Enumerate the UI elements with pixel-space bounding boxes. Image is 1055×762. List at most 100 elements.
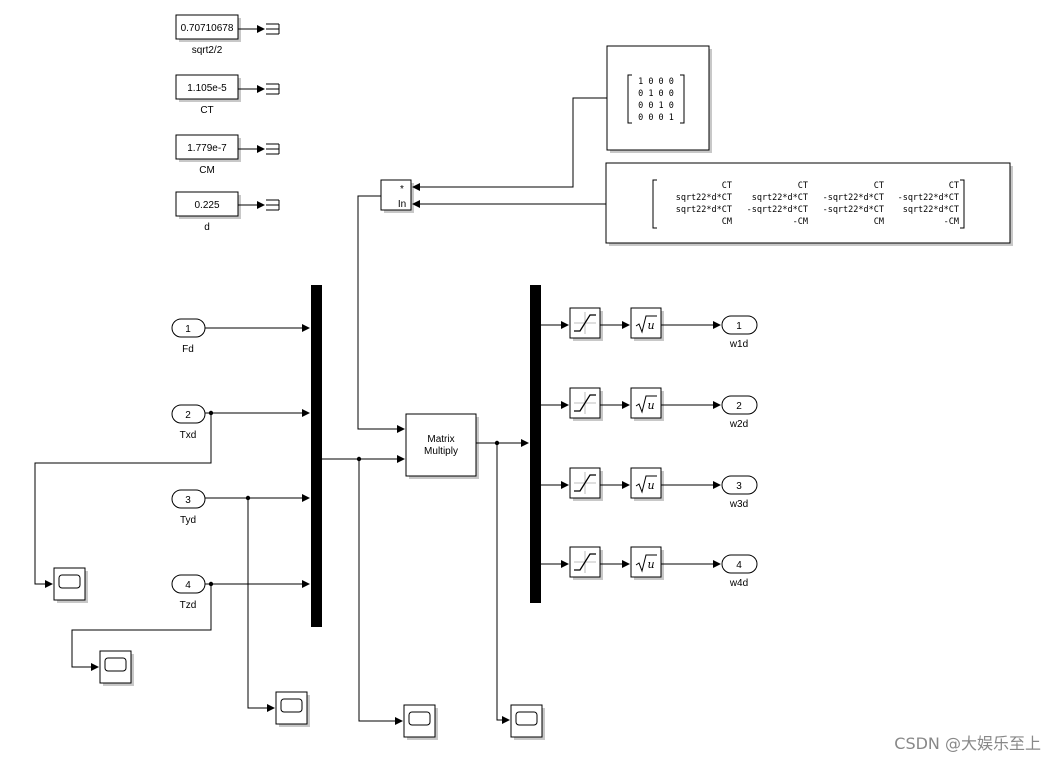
sqrt-variable: u — [647, 558, 654, 571]
saturation-icon — [574, 474, 596, 492]
inport-tzd[interactable]: 4 Tzd — [171, 574, 206, 611]
mux-bar-left[interactable] — [311, 285, 322, 627]
outport-label: w1d — [729, 339, 748, 350]
outport-number: 2 — [736, 401, 742, 412]
constant-value: 0.225 — [194, 200, 219, 211]
matrix-cell: CT — [722, 181, 732, 191]
outport-label: w3d — [729, 499, 748, 510]
matrix-row: 1 0 0 0 — [638, 77, 674, 87]
constant-block-sqrt2[interactable]: 0.70710678 sqrt2/2 — [175, 14, 241, 56]
saturation-icon — [574, 394, 596, 412]
matrix-row: 0 0 0 1 — [638, 113, 674, 123]
inport-label: Tzd — [180, 600, 197, 611]
outport-w2d[interactable]: 2 w2d — [721, 395, 758, 430]
constant-block-cm[interactable]: 1.779e-7 CM — [175, 134, 241, 176]
sqrt-variable: u — [647, 399, 654, 412]
terminator-icon — [266, 143, 280, 155]
sqrt-block[interactable]: u — [630, 467, 664, 501]
matrix-cell: sqrt22*d*CT — [676, 193, 732, 203]
matrix-cell: -sqrt22*d*CT — [823, 205, 884, 215]
sqrt-block[interactable]: u — [630, 546, 664, 580]
saturation-icon — [574, 314, 596, 332]
output-chain-2: u — [541, 387, 721, 421]
terminator-icon — [266, 23, 280, 35]
sqrt-icon — [635, 475, 657, 494]
outport-label: w4d — [729, 578, 748, 589]
sqrt-icon — [635, 395, 657, 414]
saturation-block[interactable] — [569, 546, 603, 580]
matrix-cell: sqrt22*d*CT — [903, 205, 959, 215]
saturation-block[interactable] — [569, 307, 603, 341]
sqrt-variable: u — [647, 479, 654, 492]
terminator-icon — [266, 199, 280, 211]
product-inv-sign: In — [398, 199, 406, 210]
matmul-label-1: Matrix — [427, 434, 454, 445]
constant-value: 1.105e-5 — [187, 83, 227, 94]
scope-matmul[interactable] — [510, 704, 545, 740]
inport-number: 2 — [185, 410, 191, 421]
scope-tyd[interactable] — [275, 691, 310, 727]
outport-number: 4 — [736, 560, 742, 571]
saturation-icon — [574, 553, 596, 571]
matrix-multiply-block[interactable]: Matrix Multiply — [405, 413, 479, 479]
matmul-label-2: Multiply — [424, 446, 458, 457]
matrix-row: 0 1 0 0 — [638, 89, 674, 99]
inport-label: Fd — [182, 344, 194, 355]
constant-label: d — [204, 222, 210, 233]
demux-bar-right[interactable] — [530, 285, 541, 603]
outport-w3d[interactable]: 3 w3d — [721, 475, 758, 510]
output-chain-4: u — [541, 546, 721, 580]
inport-number: 4 — [185, 580, 191, 591]
scope-tzd[interactable] — [99, 650, 134, 686]
constant-block-ct[interactable]: 1.105e-5 CT — [175, 74, 241, 116]
mixing-matrix-block[interactable]: CT CT CT CT sqrt22*d*CT sqrt22*d*CT -sqrt22*d*… — [605, 162, 1013, 246]
matrix-cell: CT — [949, 181, 959, 191]
constant-label: sqrt2/2 — [192, 45, 223, 56]
watermark-text: CSDN @大娱乐至上 — [894, 734, 1041, 753]
inport-label: Tyd — [180, 515, 196, 526]
inport-tyd[interactable]: 3 Tyd — [171, 489, 206, 526]
matrix-cell: CT — [874, 181, 884, 191]
matrix-cell: -CM — [944, 217, 959, 227]
saturation-block[interactable] — [569, 467, 603, 501]
scope-txd[interactable] — [53, 567, 88, 603]
matrix-cell: CM — [874, 217, 884, 227]
sqrt-icon — [635, 315, 657, 334]
matrix-cell: -sqrt22*d*CT — [823, 193, 884, 203]
constant-label: CM — [199, 165, 215, 176]
outport-w4d[interactable]: 4 w4d — [721, 554, 758, 589]
outport-w1d[interactable]: 1 w1d — [721, 315, 758, 350]
output-chain-3: u — [541, 467, 721, 501]
sqrt-variable: u — [647, 319, 654, 332]
identity-matrix-block[interactable]: 1 0 0 0 0 1 0 0 0 0 1 0 0 0 0 1 — [606, 45, 712, 153]
matrix-cell: CT — [798, 181, 808, 191]
inport-number: 1 — [185, 324, 191, 335]
product-mult-sign: * — [400, 184, 404, 195]
outport-number: 1 — [736, 321, 742, 332]
product-block[interactable]: * In — [380, 179, 414, 213]
constant-label: CT — [200, 105, 213, 116]
matrix-cell: -CM — [793, 217, 808, 227]
matrix-cell: sqrt22*d*CT — [676, 205, 732, 215]
inport-txd[interactable]: 2 Txd — [171, 404, 206, 441]
inport-label: Txd — [180, 430, 197, 441]
matrix-row: 0 0 1 0 — [638, 101, 674, 111]
matrix-cell: CM — [722, 217, 732, 227]
outport-label: w2d — [729, 419, 748, 430]
sqrt-icon — [635, 554, 657, 573]
sqrt-block[interactable]: u — [630, 387, 664, 421]
sqrt-block[interactable]: u — [630, 307, 664, 341]
matrix-cell: -sqrt22*d*CT — [747, 205, 808, 215]
scope-mux[interactable] — [403, 704, 438, 740]
saturation-block[interactable] — [569, 387, 603, 421]
matrix-cell: -sqrt22*d*CT — [898, 193, 959, 203]
constant-block-d[interactable]: 0.225 d — [175, 191, 241, 233]
matrix-cell: sqrt22*d*CT — [752, 193, 808, 203]
outport-number: 3 — [736, 481, 742, 492]
inport-number: 3 — [185, 495, 191, 506]
output-chain-1: u — [541, 307, 721, 341]
terminator-icon — [266, 83, 280, 95]
inport-fd[interactable]: 1 Fd — [171, 318, 206, 355]
constant-value: 0.70710678 — [181, 23, 234, 34]
